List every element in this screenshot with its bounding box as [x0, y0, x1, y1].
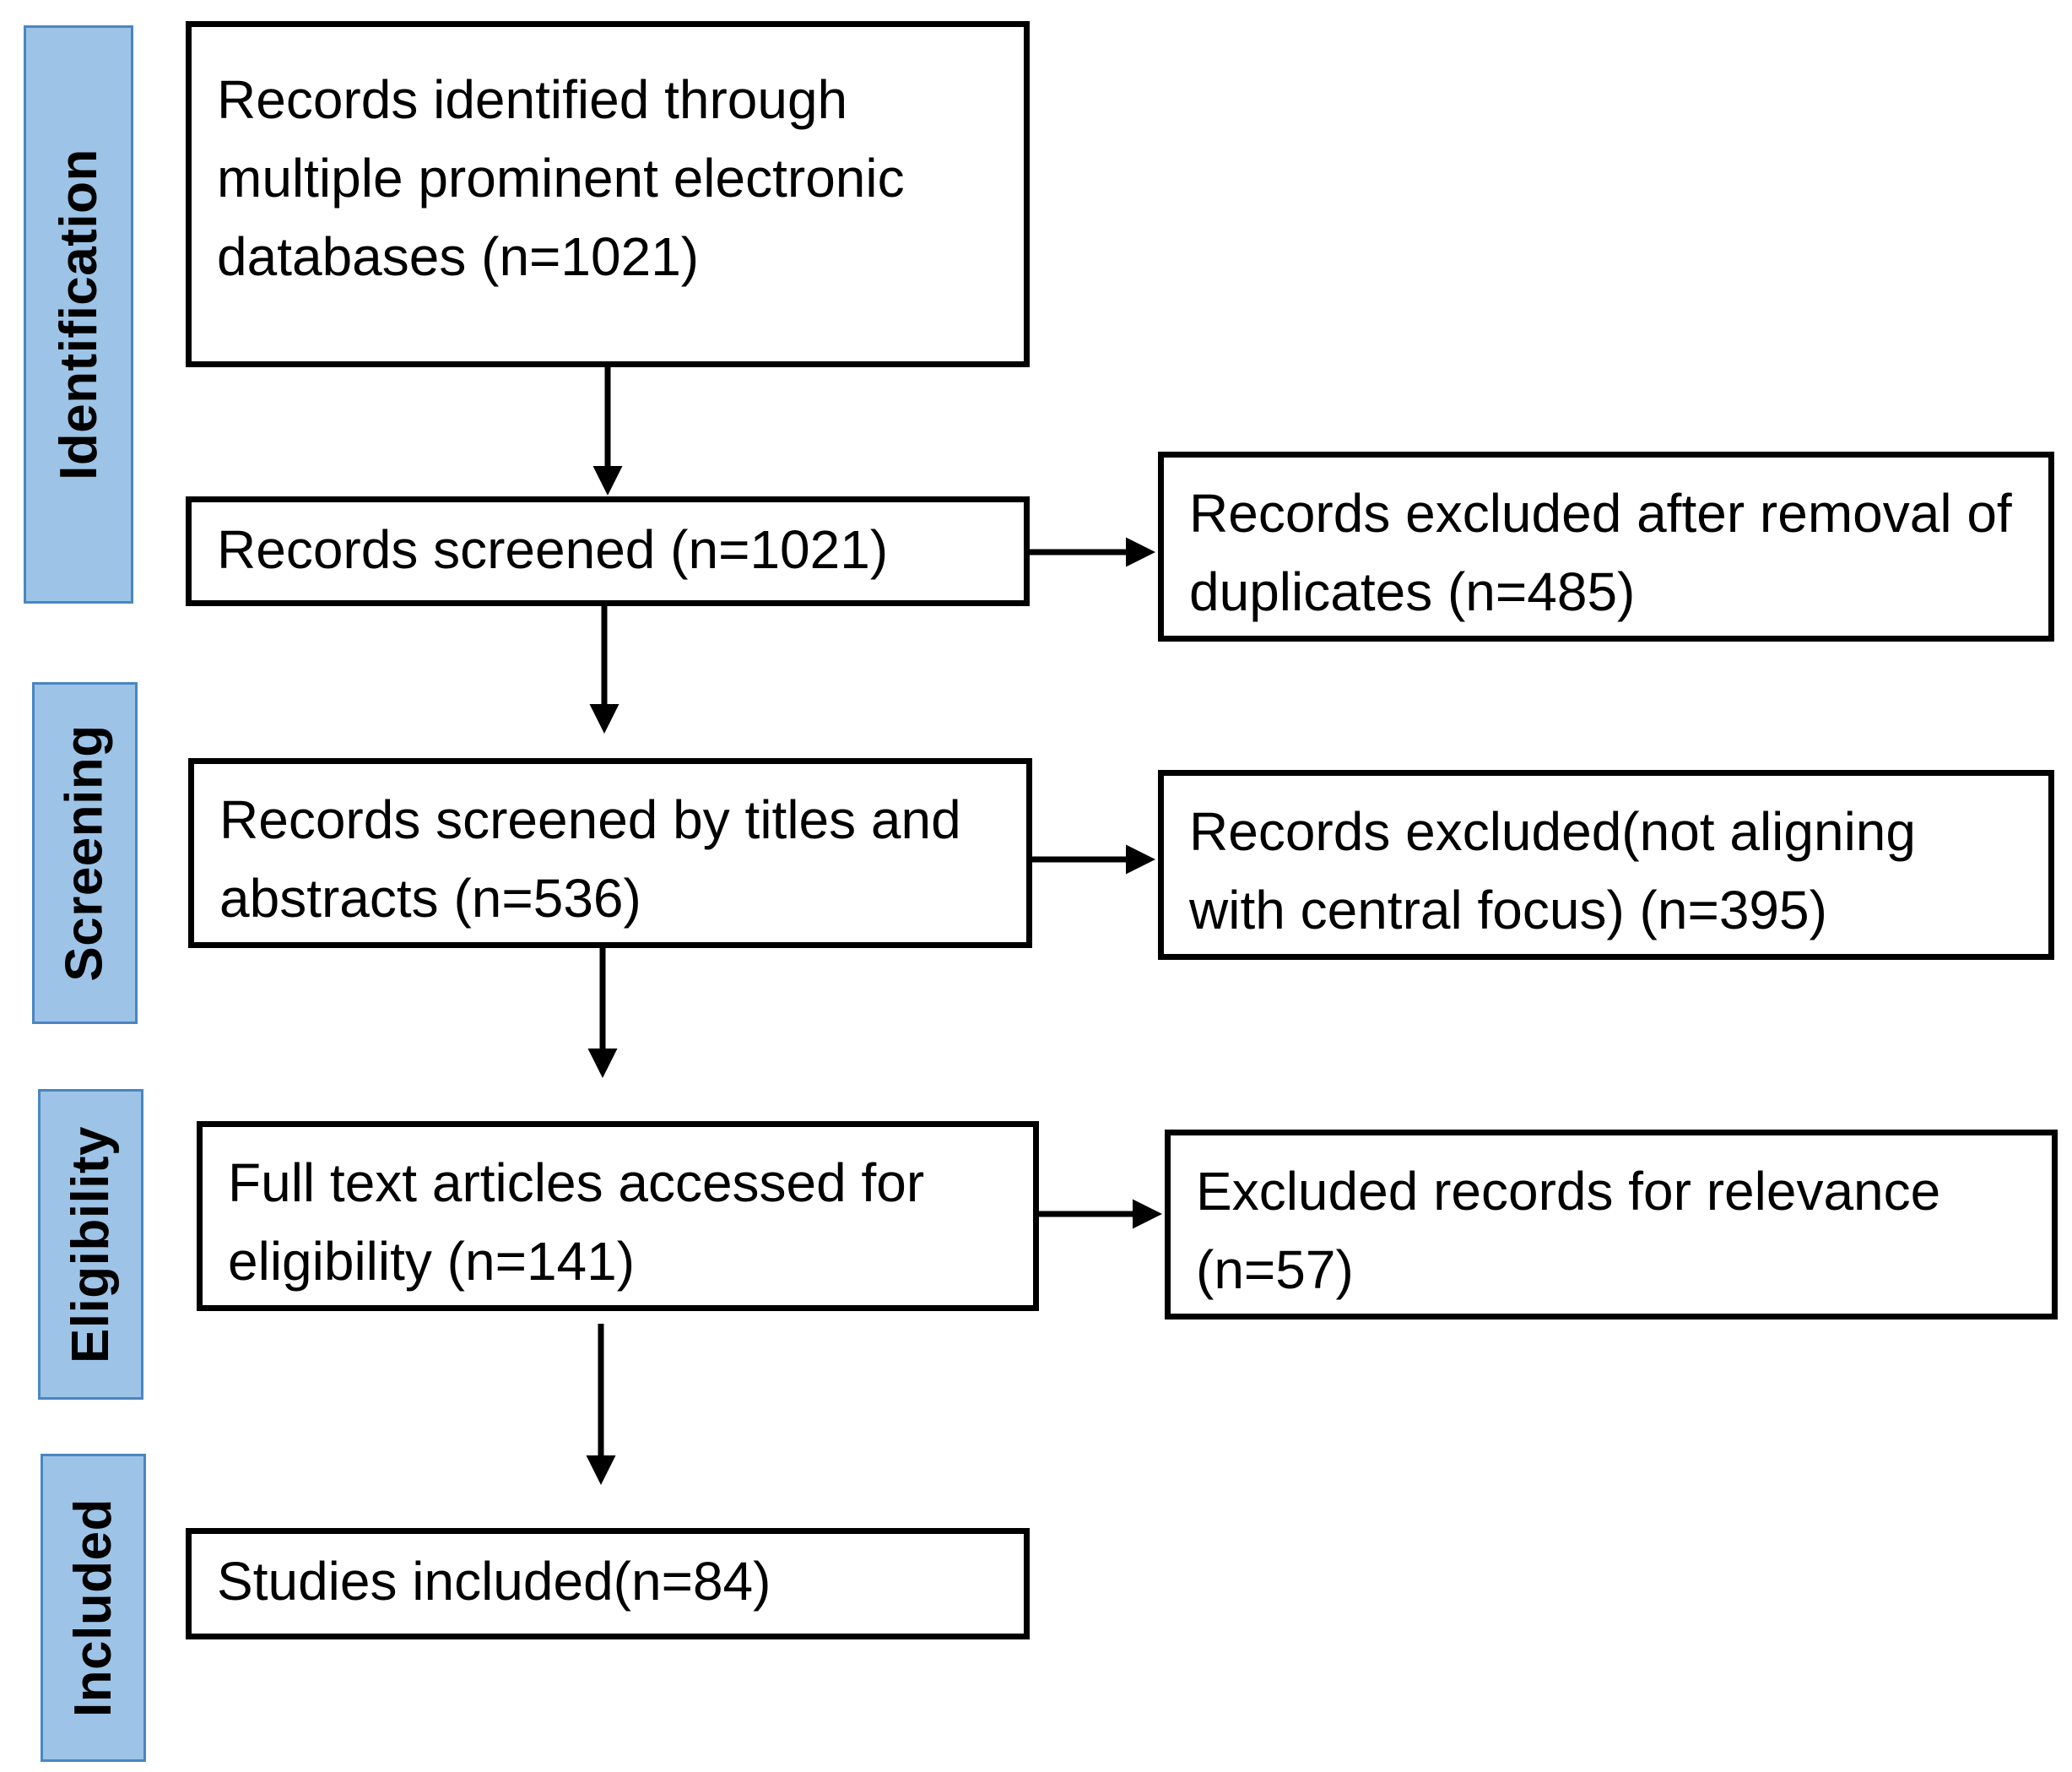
box-excluded-focus: Records excluded(not aligning with centr… — [1158, 770, 2054, 960]
stage-screening-label: Screening — [56, 724, 114, 982]
box-excluded-relevance: Excluded records for relevance (n=57) — [1165, 1130, 2058, 1320]
box-full-text-text: Full text articles accessed for eligibil… — [228, 1152, 925, 1292]
box-excluded-duplicates: Records excluded after removal of duplic… — [1158, 452, 2054, 642]
box-studies-included-text: Studies included(n=84) — [217, 1551, 771, 1612]
box-screened-titles: Records screened by titles and abstracts… — [188, 758, 1032, 948]
stage-identification: Identification — [24, 25, 133, 604]
box-records-screened-text: Records screened (n=1021) — [217, 519, 889, 580]
stage-eligibility: Eligibility — [38, 1089, 143, 1400]
box-excluded-duplicates-text: Records excluded after removal of duplic… — [1189, 483, 2012, 622]
box-records-identified: Records identified through multiple prom… — [186, 21, 1030, 367]
stage-included-label: Included — [64, 1498, 122, 1717]
box-records-screened: Records screened (n=1021) — [186, 496, 1030, 606]
box-screened-titles-text: Records screened by titles and abstracts… — [219, 789, 961, 929]
box-excluded-relevance-text: Excluded records for relevance (n=57) — [1196, 1161, 1941, 1300]
box-full-text: Full text articles accessed for eligibil… — [197, 1121, 1039, 1311]
box-studies-included: Studies included(n=84) — [186, 1528, 1030, 1639]
stage-screening: Screening — [32, 682, 138, 1024]
box-excluded-focus-text: Records excluded(not aligning with centr… — [1189, 801, 1916, 940]
stage-eligibility-label: Eligibility — [62, 1125, 120, 1363]
stage-identification-label: Identification — [49, 149, 108, 480]
stage-included: Included — [41, 1454, 146, 1762]
box-records-identified-text: Records identified through multiple prom… — [217, 69, 905, 287]
